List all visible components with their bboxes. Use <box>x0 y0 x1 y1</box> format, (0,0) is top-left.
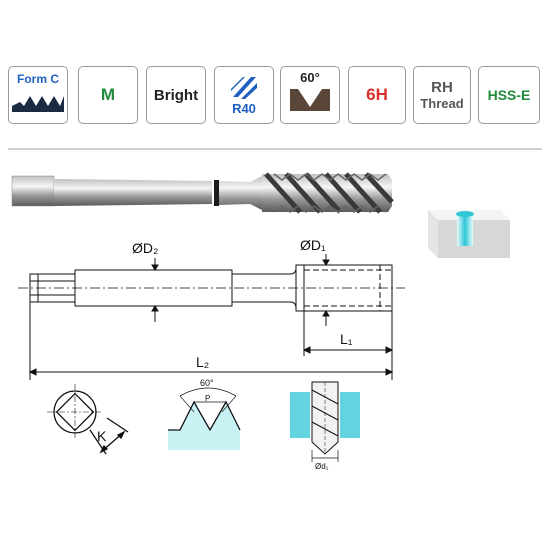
badge-form-c-label: Form C <box>17 72 59 86</box>
badge-bright-label: Bright <box>153 86 199 104</box>
badge-angle-60-label: 60° <box>300 70 320 85</box>
badge-metric-m-label: M <box>100 85 116 104</box>
label-d1-small: Ød₁ <box>315 462 329 470</box>
badge-rh-label: RH <box>431 78 453 96</box>
badge-helix-r40: R40 <box>214 66 274 124</box>
badge-hss-e-label: HSS-E <box>487 87 531 103</box>
label-k: K <box>97 428 107 444</box>
badge-rh-thread: RH Thread <box>413 66 471 124</box>
tap-dimension-drawing <box>18 254 405 380</box>
thread-angle-icon <box>290 89 330 111</box>
chamfer-thread-icon <box>12 96 64 112</box>
helix-flute-icon <box>229 74 259 101</box>
tap-photo <box>11 172 394 214</box>
badge-helix-r40-label: R40 <box>232 100 256 116</box>
badge-tolerance-6h: 6H <box>348 66 406 124</box>
square-drive-section <box>47 384 129 455</box>
label-l2: L₂ <box>196 354 209 370</box>
badge-bright: Bright <box>146 66 206 124</box>
label-pitch: P <box>205 394 210 403</box>
section-divider <box>8 148 542 150</box>
badge-hss-e: HSS-E <box>478 66 540 124</box>
badge-thread-label: Thread <box>420 95 464 111</box>
label-l1: L₁ <box>340 331 353 347</box>
badge-angle-60: 60° <box>280 66 340 124</box>
technical-drawing: ØD₂ ØD₁ L₁ L₂ K 60° P Ød₁ <box>11 172 510 470</box>
spiral-flute-section <box>290 381 360 462</box>
label-d2: ØD₂ <box>132 240 158 256</box>
label-angle: 60° <box>200 378 214 388</box>
thread-profile <box>168 387 241 450</box>
badge-metric-m: M <box>78 66 138 124</box>
badge-form-c: Form C <box>8 66 68 124</box>
label-d1: ØD₁ <box>300 237 326 253</box>
feature-badges: Form C M Bright R40 60° 6H RH Thread HSS… <box>8 66 542 128</box>
badge-tolerance-6h-label: 6H <box>366 85 388 104</box>
blind-hole-icon <box>428 210 510 258</box>
